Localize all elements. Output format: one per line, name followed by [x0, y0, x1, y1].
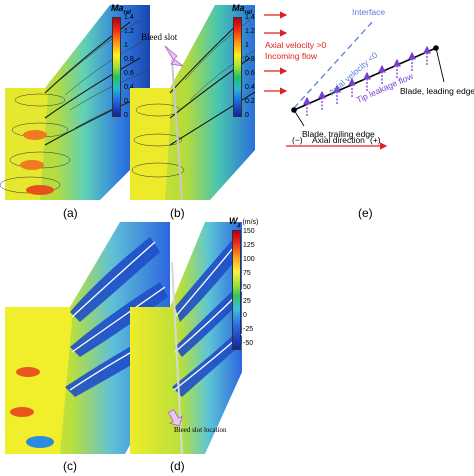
- bleed-slot-location-label: Bleed slot location: [174, 426, 227, 434]
- contour-plot-d: [130, 222, 243, 454]
- shock-region: [23, 130, 47, 140]
- contour-plot-b: [130, 5, 256, 200]
- axial-velocity-pos-label: Axial velocity >0: [265, 40, 326, 50]
- bleed-slot-label: Bleed slot: [141, 32, 178, 42]
- panel-e-caption: (e): [358, 206, 373, 220]
- minus-label: (−): [292, 135, 303, 145]
- colorbar-w: [232, 230, 241, 350]
- panel-b-caption: (b): [170, 206, 185, 220]
- contour-lines-b: [131, 19, 256, 178]
- panel-a-caption: (a): [63, 206, 78, 220]
- panel-d-caption: (d): [170, 459, 185, 473]
- colorbar-ma: [112, 17, 121, 117]
- colorbar-w-title: Wz (m/s): [229, 216, 259, 229]
- shock-region: [20, 160, 44, 170]
- interface-label: Interface: [352, 7, 385, 17]
- contour-plot-c: [5, 222, 170, 454]
- schematic-diagram: Interface Axial velocity >0 Incoming flo…: [264, 7, 474, 150]
- tip-leakage-arrows: [303, 45, 431, 116]
- incoming-flow-label: Incoming flow: [265, 51, 318, 61]
- leading-edge-label: Blade, leading edge: [400, 86, 474, 96]
- colorbar-ma-title-b: Marel: [232, 3, 252, 16]
- plus-label: (+): [370, 135, 381, 145]
- shock-region: [26, 185, 54, 195]
- hot-spot: [16, 367, 40, 377]
- axial-direction-label: Axial direction: [312, 135, 365, 145]
- bleed-slot-arrow-icon: [164, 45, 184, 67]
- panel-c-caption: (c): [63, 459, 77, 473]
- trailing-edge-label: Blade, trailing edge: [302, 129, 375, 139]
- hot-spot: [10, 407, 34, 417]
- colorbar-ma-title: Marel: [111, 3, 131, 16]
- cold-spot: [26, 436, 54, 448]
- colorbar-ma-b: [233, 17, 242, 117]
- bleed-slot-line: [171, 59, 183, 200]
- bleed-slot-location-arrow-icon: [168, 409, 183, 427]
- incoming-flow-arrows: [264, 11, 288, 95]
